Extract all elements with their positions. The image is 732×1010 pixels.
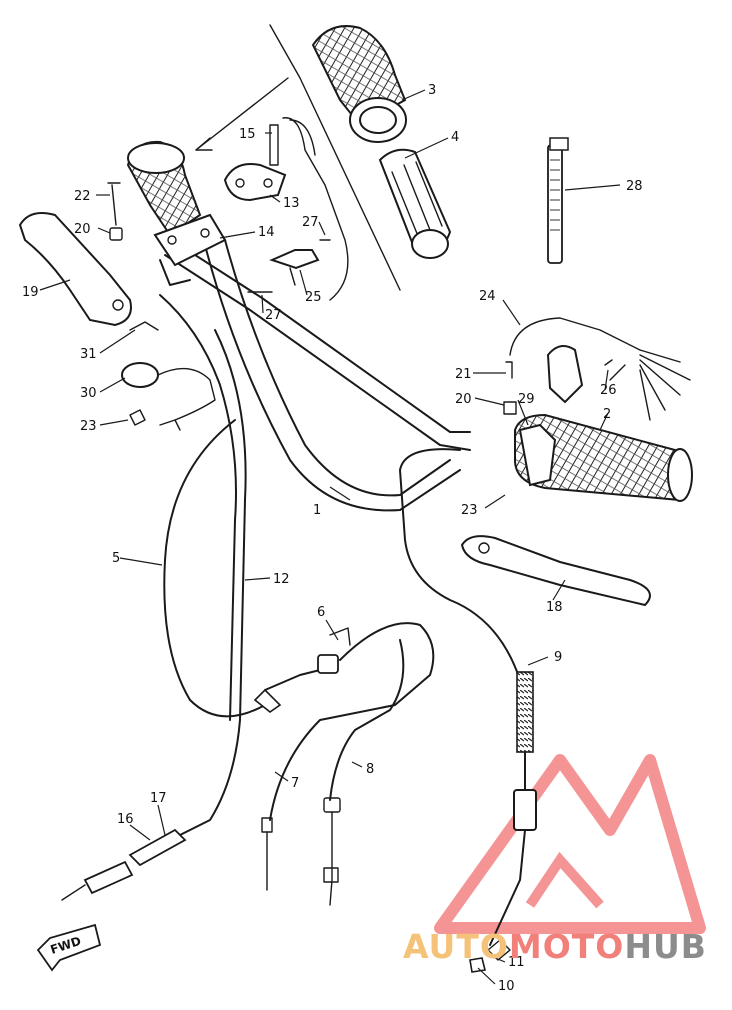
throttle-tube-4 bbox=[378, 148, 452, 259]
label-20b: 20 bbox=[455, 392, 472, 407]
label-24: 24 bbox=[479, 289, 496, 304]
label-26: 26 bbox=[600, 383, 617, 398]
label-20a: 20 bbox=[74, 222, 91, 237]
left-small-parts bbox=[107, 182, 216, 431]
label-11: 11 bbox=[508, 955, 525, 970]
watermark-part1: AUTO bbox=[403, 927, 509, 966]
label-19: 19 bbox=[22, 285, 39, 300]
label-22: 22 bbox=[74, 189, 91, 204]
label-18: 18 bbox=[546, 600, 563, 615]
label-27b: 27 bbox=[265, 308, 282, 323]
watermark-part2: MOTO bbox=[509, 927, 624, 966]
label-23a: 23 bbox=[80, 419, 97, 434]
label-2: 2 bbox=[603, 407, 611, 422]
fwd-arrow-icon: FWD bbox=[36, 923, 102, 972]
label-12: 12 bbox=[273, 572, 290, 587]
cable-strap-28 bbox=[547, 137, 569, 264]
handlebar-1 bbox=[164, 239, 471, 512]
wire-harness-24 bbox=[509, 317, 691, 421]
label-28: 28 bbox=[626, 179, 643, 194]
right-grip-2 bbox=[514, 413, 693, 502]
brake-lever-18 bbox=[460, 535, 651, 607]
label-31: 31 bbox=[80, 347, 97, 362]
left-grip-assembly bbox=[126, 140, 227, 286]
label-5: 5 bbox=[112, 551, 120, 566]
label-3: 3 bbox=[428, 83, 436, 98]
part-number-labels: 1 2 3 4 5 6 7 8 9 10 11 12 13 14 15 16 1… bbox=[22, 83, 643, 994]
label-23b: 23 bbox=[461, 503, 478, 518]
cables bbox=[61, 294, 537, 973]
label-16: 16 bbox=[117, 812, 134, 827]
label-14: 14 bbox=[258, 225, 275, 240]
grip-rubber-3 bbox=[311, 25, 407, 143]
label-6: 6 bbox=[317, 605, 325, 620]
right-lever-holder-13 bbox=[223, 117, 349, 301]
label-7: 7 bbox=[291, 776, 299, 791]
label-13: 13 bbox=[283, 196, 300, 211]
label-29: 29 bbox=[518, 392, 535, 407]
svg-text:AUTOMOTOHUB: AUTOMOTOHUB bbox=[403, 927, 707, 966]
label-9: 9 bbox=[554, 650, 562, 665]
bracket-25 bbox=[247, 239, 331, 293]
label-17: 17 bbox=[150, 791, 167, 806]
watermark-part3: HUB bbox=[624, 927, 707, 966]
label-30: 30 bbox=[80, 386, 97, 401]
label-10: 10 bbox=[498, 979, 515, 994]
label-4: 4 bbox=[451, 130, 459, 145]
label-1: 1 bbox=[313, 503, 321, 518]
label-27a: 27 bbox=[302, 215, 319, 230]
clutch-lever-19 bbox=[18, 212, 132, 327]
label-8: 8 bbox=[366, 762, 374, 777]
watermark-text: AUTOMOTOHUB bbox=[403, 927, 707, 966]
label-25: 25 bbox=[305, 290, 322, 305]
label-21: 21 bbox=[455, 367, 472, 382]
switch-29 bbox=[503, 345, 584, 415]
callout-leaders bbox=[39, 89, 621, 985]
label-15: 15 bbox=[239, 127, 256, 142]
grip-exploded-view bbox=[195, 24, 569, 291]
watermark-logo-icon bbox=[434, 754, 706, 934]
